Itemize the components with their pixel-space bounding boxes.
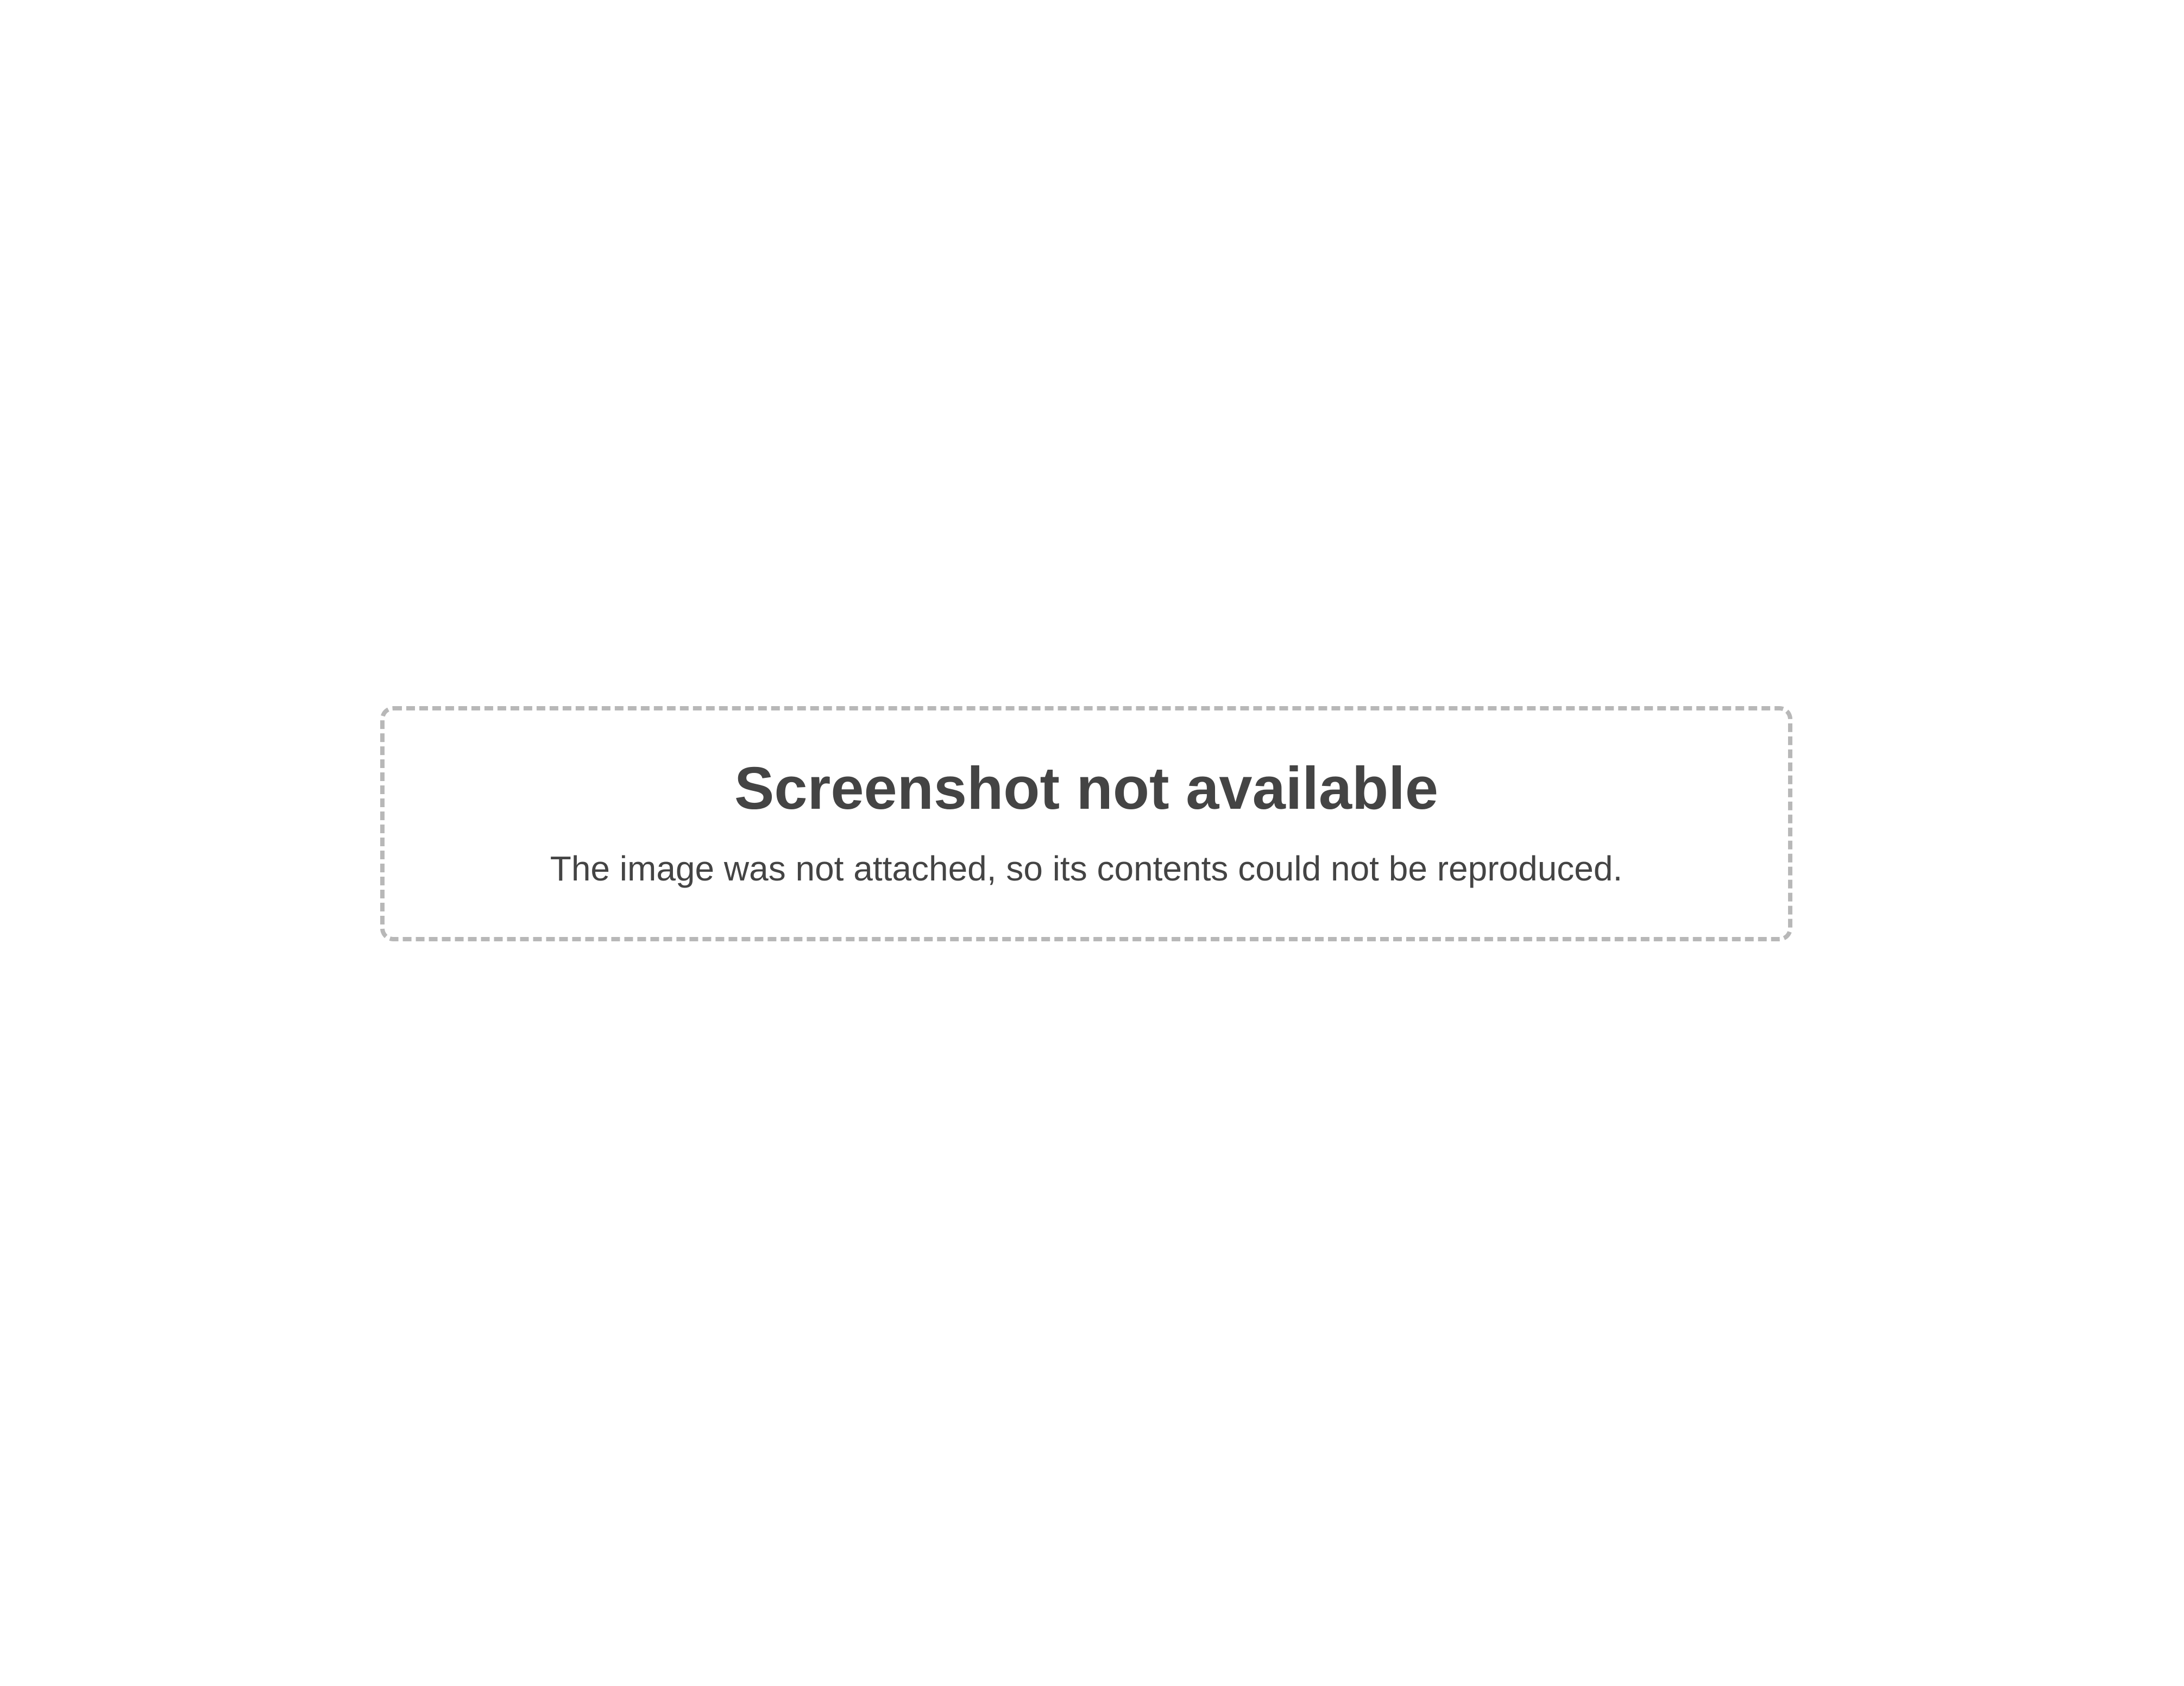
missing-image-notice: Screenshot not available The image was n… bbox=[380, 706, 1792, 941]
notice-message: The image was not attached, so its conte… bbox=[550, 849, 1623, 888]
notice-title: Screenshot not available bbox=[734, 755, 1438, 822]
